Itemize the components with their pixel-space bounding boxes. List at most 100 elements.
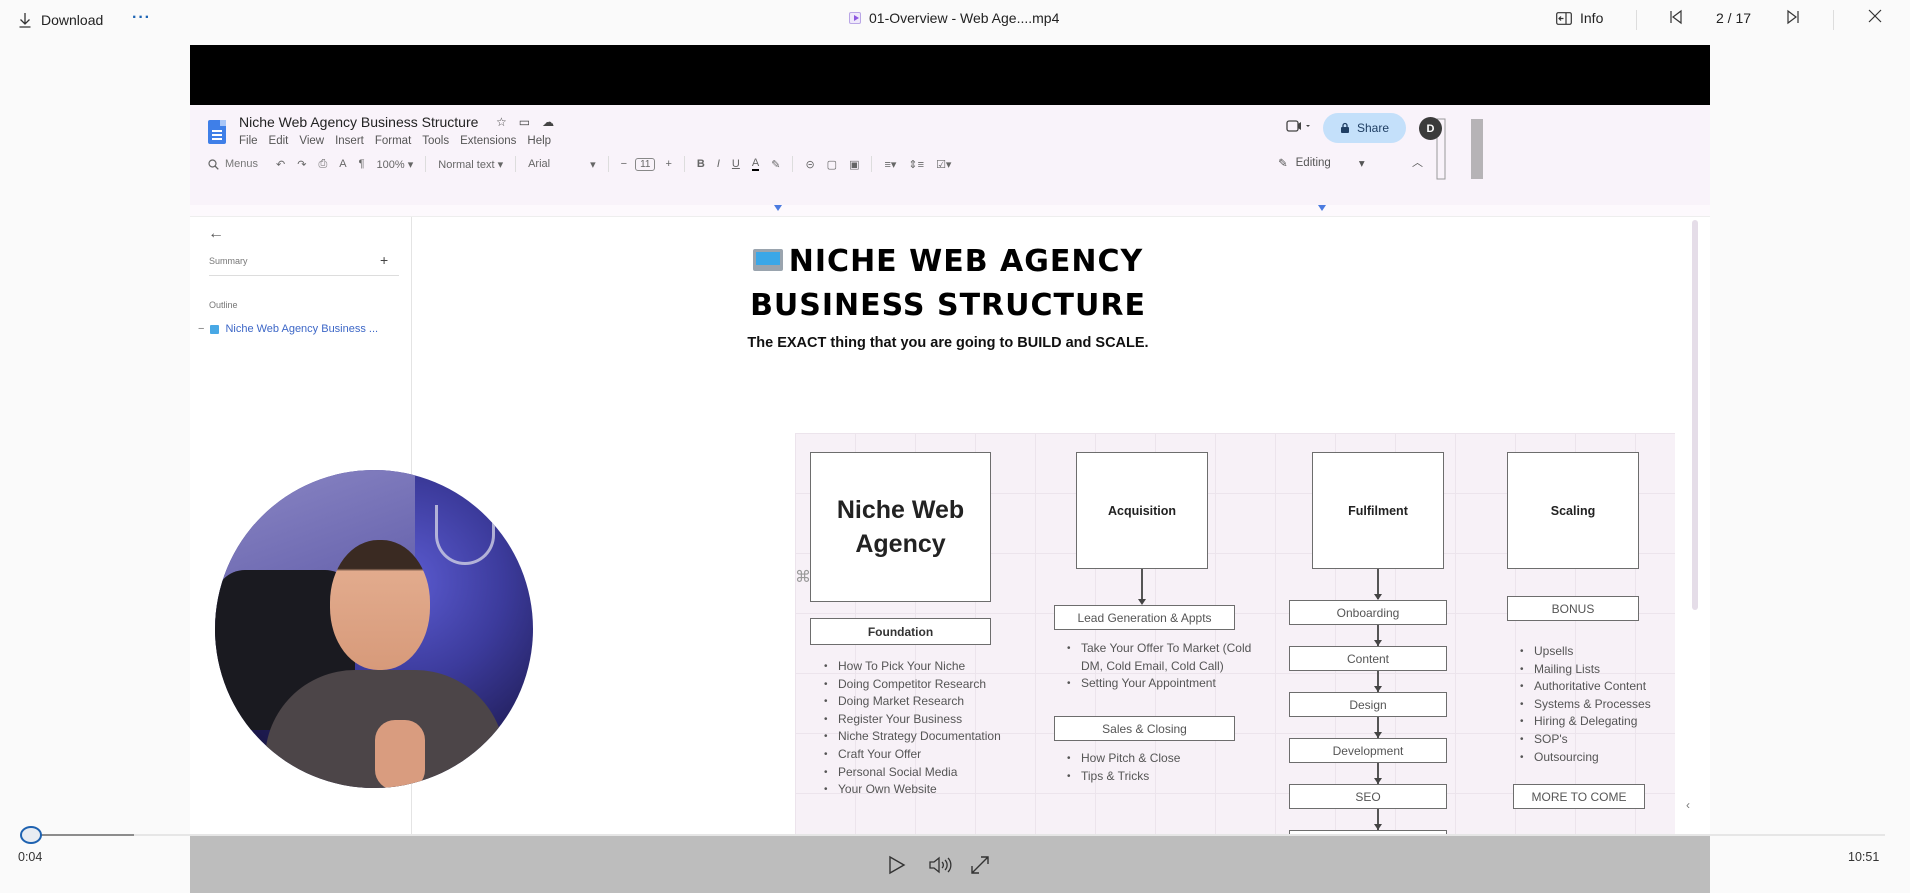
checklist-icon[interactable]: ☑▾	[936, 158, 952, 171]
menu-edit[interactable]: Edit	[268, 135, 289, 147]
scaling-list: Upsells Mailing Lists Authoritative Cont…	[1518, 643, 1678, 766]
fulfilment-box: Fulfilment	[1312, 452, 1444, 569]
menus-search[interactable]: Menus	[208, 158, 258, 170]
first-item-button[interactable]	[1668, 9, 1684, 28]
docs-header: Niche Web Agency Business Structure ☆ ▭ …	[190, 105, 1710, 205]
list-item: Setting Your Appointment	[1065, 675, 1265, 693]
lead-generation-list: Take Your Offer To Market (Cold DM, Cold…	[1065, 640, 1265, 693]
zoom-select[interactable]: 100% ▾	[376, 158, 414, 171]
list-item: Take Your Offer To Market (Cold DM, Cold…	[1065, 640, 1265, 675]
collapse-toolbar-button[interactable]: ︿	[1412, 154, 1423, 170]
sales-closing-list: How Pitch & Close Tips & Tricks	[1065, 750, 1265, 785]
print-icon[interactable]: ⎙	[318, 157, 328, 170]
menu-format[interactable]: Format	[374, 135, 412, 147]
last-item-button[interactable]	[1785, 9, 1801, 28]
left-indent-marker[interactable]	[774, 205, 782, 211]
list-item: Doing Competitor Research	[822, 676, 1002, 694]
add-summary-button[interactable]: +	[380, 252, 389, 268]
letterbox-bar	[190, 45, 1710, 105]
lock-icon	[1340, 122, 1349, 133]
meet-button[interactable]	[1286, 120, 1312, 135]
ruler[interactable]	[190, 205, 1710, 217]
underline-button[interactable]: U	[731, 158, 740, 170]
collapse-dash-icon: −	[198, 323, 205, 335]
menu-extensions[interactable]: Extensions	[460, 135, 517, 147]
arrow-down-icon	[1374, 732, 1382, 738]
comment-icon[interactable]: ▢	[826, 158, 838, 171]
highlight-icon[interactable]: ✎	[771, 158, 781, 171]
decrease-font-size-button[interactable]: −	[620, 158, 628, 170]
move-handle-icon[interactable]: ⌘	[795, 569, 811, 586]
list-item: Craft Your Offer	[822, 746, 1002, 764]
font-size-input[interactable]: 11	[635, 157, 656, 171]
list-item: How To Pick Your Niche	[822, 658, 1002, 676]
side-panel-toggle[interactable]: ‹	[1686, 798, 1690, 812]
bold-button[interactable]: B	[696, 158, 705, 170]
close-button[interactable]	[1868, 9, 1882, 26]
scaling-label: Scaling	[1550, 503, 1596, 518]
business-structure-diagram[interactable]: ⌘ Niche Web Agency Foundation How To Pic…	[795, 433, 1675, 835]
bonus-box: BONUS	[1507, 596, 1639, 621]
move-folder-icon[interactable]: ▭	[518, 115, 531, 129]
link-icon[interactable]: ⊝	[805, 158, 815, 171]
menu-view[interactable]: View	[299, 135, 325, 147]
fullscreen-button[interactable]	[970, 855, 990, 880]
outline-item[interactable]: − Niche Web Agency Business ...	[198, 323, 378, 335]
editing-mode-select[interactable]: ✎ Editing ▾	[1278, 152, 1388, 174]
step-label: Onboarding	[1336, 605, 1400, 620]
close-icon	[1868, 9, 1882, 23]
download-button[interactable]: Download	[18, 9, 103, 31]
list-item: Niche Strategy Documentation	[822, 728, 1002, 746]
info-button[interactable]: Info	[1556, 10, 1603, 26]
font-dropdown-icon[interactable]: ▾	[590, 158, 596, 171]
video-frame[interactable]: Niche Web Agency Business Structure ☆ ▭ …	[190, 45, 1710, 835]
menu-help[interactable]: Help	[527, 135, 552, 147]
seek-track[interactable]	[30, 834, 1885, 836]
text-color-button[interactable]: A	[751, 157, 760, 171]
back-arrow-icon[interactable]: ←	[208, 225, 224, 242]
cloud-status-icon[interactable]: ☁	[542, 115, 555, 129]
step-label: Design	[1349, 697, 1387, 712]
list-item: Systems & Processes	[1518, 696, 1678, 714]
doc-title[interactable]: Niche Web Agency Business Structure	[239, 114, 479, 130]
menu-tools[interactable]: Tools	[422, 135, 450, 147]
acquisition-box: Acquisition	[1076, 452, 1208, 569]
undo-icon[interactable]: ↶	[276, 158, 286, 171]
lead-generation-box: Lead Generation & Appts	[1054, 605, 1235, 630]
spellcheck-icon[interactable]: A	[339, 158, 347, 170]
arrow-down-icon	[1374, 824, 1382, 830]
increase-font-size-button[interactable]: +	[665, 158, 672, 170]
more-to-come-label: MORE TO COME	[1531, 789, 1627, 804]
user-avatar[interactable]: D	[1419, 117, 1442, 140]
share-button[interactable]: Share	[1323, 113, 1406, 143]
list-item: Register Your Business	[822, 711, 1002, 729]
font-select[interactable]: Arial	[528, 158, 550, 170]
laptop-emoji-icon	[752, 248, 783, 271]
seek-bar[interactable]	[0, 825, 1910, 845]
title-icons: ☆ ▭ ☁	[496, 115, 554, 129]
line-spacing-icon[interactable]: ⇕≡	[908, 158, 925, 171]
align-icon[interactable]: ≡▾	[884, 158, 897, 171]
right-indent-marker[interactable]	[1318, 205, 1326, 211]
document-subtitle: The EXACT thing that you are going to BU…	[747, 335, 1149, 351]
volume-button[interactable]	[928, 855, 952, 880]
redo-icon[interactable]: ↷	[297, 158, 307, 171]
document-scrollbar[interactable]	[1692, 220, 1698, 610]
image-icon[interactable]: ▣	[849, 158, 860, 171]
list-item: Personal Social Media	[822, 764, 1002, 782]
more-options-button[interactable]: ···	[132, 9, 151, 26]
document-page[interactable]: NICHE WEB AGENCY BUSINESS STRUCTURE The …	[413, 217, 1698, 835]
menu-insert[interactable]: Insert	[335, 135, 364, 147]
paint-format-icon[interactable]: ¶	[358, 158, 365, 170]
star-icon[interactable]: ☆	[496, 115, 507, 129]
arrow-down-icon	[1374, 778, 1382, 784]
seek-thumb[interactable]	[20, 826, 42, 844]
italic-button[interactable]: I	[716, 158, 720, 170]
arrow-down-icon	[1138, 599, 1146, 605]
step-label: Content	[1346, 651, 1390, 666]
play-button[interactable]	[888, 855, 906, 880]
menu-file[interactable]: File	[239, 135, 258, 147]
main-box-label: Niche Web Agency	[836, 496, 965, 558]
menus-search-placeholder: Menus	[225, 158, 259, 170]
style-select[interactable]: Normal text ▾	[438, 158, 504, 171]
